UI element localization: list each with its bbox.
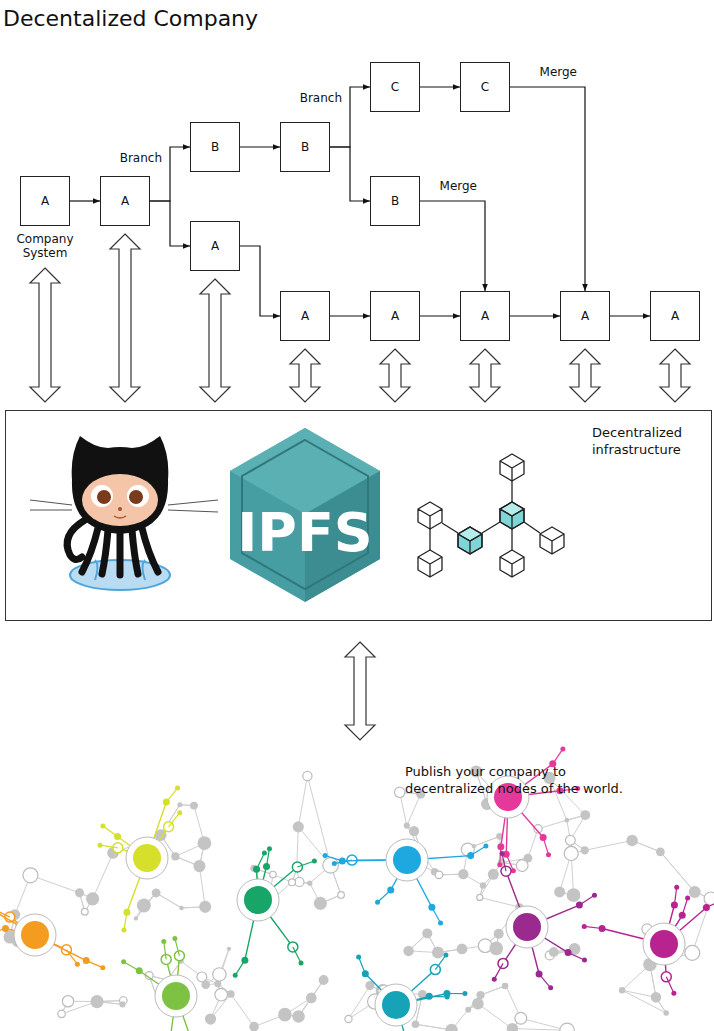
box-outline: A	[370, 291, 420, 341]
flow-arrow	[510, 87, 585, 291]
box-letter: C	[391, 80, 399, 94]
process-box: A	[280, 291, 330, 341]
box-letter: A	[121, 194, 129, 208]
box-outline: A	[100, 176, 150, 226]
double-arrow	[570, 349, 600, 402]
box-caption: Company System	[10, 232, 80, 260]
process-box: A Company System	[10, 176, 80, 260]
double-arrow	[660, 349, 690, 402]
process-box: B	[280, 122, 330, 172]
box-outline: A	[190, 221, 240, 271]
double-arrow	[290, 349, 320, 402]
octocat-logo	[30, 436, 218, 590]
process-box: C	[460, 62, 510, 112]
process-box: A	[100, 176, 150, 226]
flow-arrow	[150, 201, 190, 246]
logo-text: IPFS	[230, 503, 380, 563]
process-box: B	[370, 176, 420, 226]
diagram-title: Decentalized Company	[3, 6, 714, 31]
box-letter: A	[481, 309, 489, 323]
edge-label: Merge	[538, 65, 579, 79]
box-outline: B	[370, 176, 420, 226]
box-outline: A	[20, 176, 70, 226]
box-outline: C	[460, 62, 510, 112]
double-arrow	[200, 279, 230, 402]
process-box: A	[370, 291, 420, 341]
note-text: Publish your company to decentralized no…	[405, 763, 635, 797]
publish-double-arrow	[345, 642, 375, 740]
process-box: A	[650, 291, 700, 341]
flow-arrow	[420, 315, 460, 316]
box-letter: A	[581, 309, 589, 323]
process-box: B	[190, 122, 240, 172]
double-arrow	[470, 349, 500, 402]
world-network	[0, 746, 714, 1031]
edge-label: Branch	[298, 91, 344, 105]
flow-arrow	[330, 147, 370, 201]
box-letter: A	[301, 309, 309, 323]
flow-arrow	[420, 86, 460, 87]
double-arrow	[30, 268, 60, 402]
double-arrow	[380, 349, 410, 402]
double-arrow	[110, 234, 140, 402]
box-letter: A	[41, 194, 49, 208]
flow-arrow	[420, 201, 485, 291]
ipfs-logo	[230, 428, 380, 602]
box-letter: B	[301, 140, 309, 154]
box-letter: A	[391, 309, 399, 323]
box-letter: A	[671, 309, 679, 323]
blockchain-icon	[418, 454, 564, 577]
edge-label: Branch	[118, 151, 164, 165]
box-outline: B	[280, 122, 330, 172]
box-outline: A	[560, 291, 610, 341]
box-letter: B	[391, 194, 399, 208]
edge-label: Merge	[438, 179, 479, 193]
flow-arrow	[610, 315, 650, 316]
panel-heading: Decentralized infrastructure	[592, 424, 702, 458]
box-letter: A	[211, 239, 219, 253]
box-outline: A	[460, 291, 510, 341]
flow-arrow	[510, 315, 560, 316]
flow-arrow	[240, 146, 280, 147]
flow-arrow	[70, 200, 100, 201]
box-outline: A	[280, 291, 330, 341]
flow-arrow	[330, 315, 370, 316]
box-outline: B	[190, 122, 240, 172]
process-box: A	[190, 221, 240, 271]
box-outline: A	[650, 291, 700, 341]
box-outline: C	[370, 62, 420, 112]
box-letter: C	[481, 80, 489, 94]
process-box: C	[370, 62, 420, 112]
process-box: A	[560, 291, 610, 341]
box-letter: B	[211, 140, 219, 154]
flow-arrow	[240, 246, 280, 316]
process-box: A	[460, 291, 510, 341]
